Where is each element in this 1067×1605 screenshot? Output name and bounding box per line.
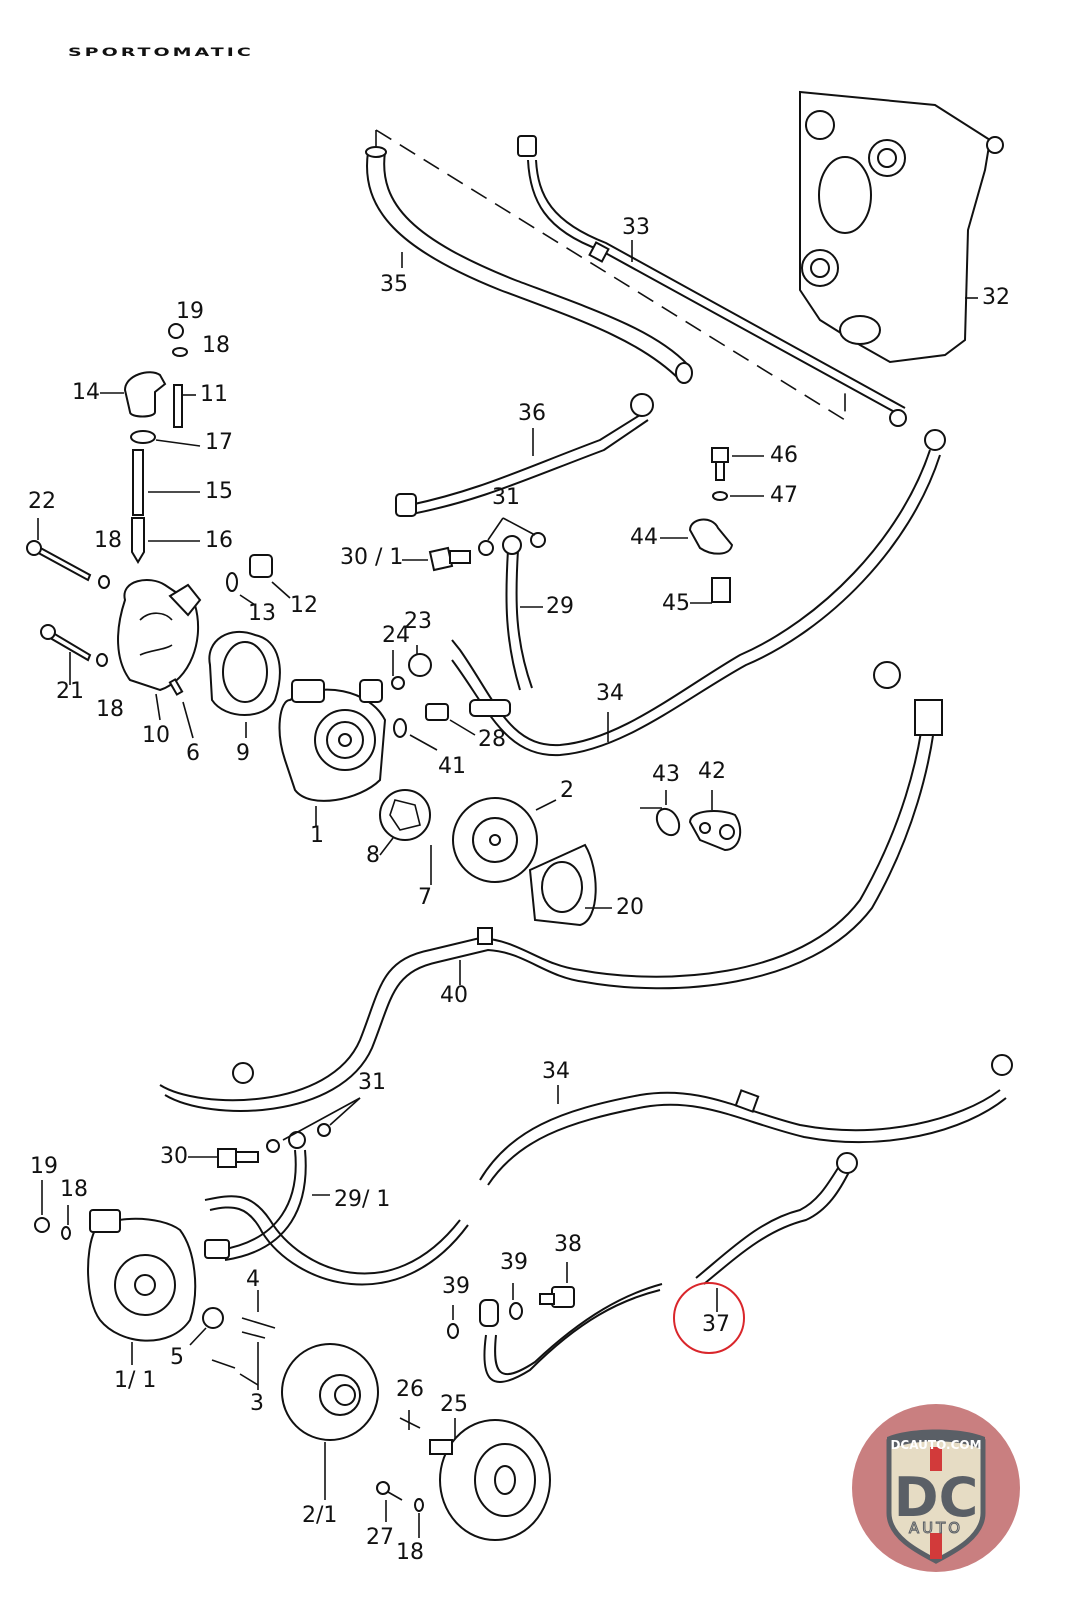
part-label-16: 16 xyxy=(205,528,233,553)
bolt-30-1-and-washers-31 xyxy=(402,517,546,572)
highlight-circle-37 xyxy=(673,1282,745,1354)
part-label-26: 26 xyxy=(396,1377,424,1402)
part-label-42: 42 xyxy=(698,759,726,784)
part-label-1: 1 xyxy=(310,823,324,848)
logo-auto: AUTO xyxy=(909,1519,963,1537)
part-label-14: 14 xyxy=(72,380,100,405)
part-label-45: 45 xyxy=(662,591,690,616)
part-label-29-1: 29/ 1 xyxy=(334,1187,391,1212)
part-label-11: 11 xyxy=(200,382,228,407)
dcauto-logo: DCAUTO.COM DC AUTO xyxy=(851,1403,1021,1573)
hose-35 xyxy=(365,129,846,422)
part-label-10: 10 xyxy=(142,723,170,748)
clip-43-and-plate-42 xyxy=(640,790,742,852)
part-label-38: 38 xyxy=(554,1232,582,1257)
part-label-43: 43 xyxy=(652,762,680,787)
part-label-40: 40 xyxy=(440,983,468,1008)
part-label-18: 18 xyxy=(94,528,122,553)
part-label-30: 30 xyxy=(160,1144,188,1169)
banjo-38-washers-39 xyxy=(447,1262,663,1383)
gasket-20 xyxy=(528,843,612,927)
part-label-29: 29 xyxy=(546,594,574,619)
pump-upper-assembly xyxy=(100,323,201,564)
hose-37 xyxy=(673,1152,858,1354)
rotor-8 xyxy=(379,789,431,856)
clamp-hardware-44-47 xyxy=(660,447,764,604)
part-label-12: 12 xyxy=(290,593,318,618)
part-label-47: 47 xyxy=(770,483,798,508)
part-label-27: 27 xyxy=(366,1525,394,1550)
part-label-34: 34 xyxy=(596,681,624,706)
part-label-2: 2 xyxy=(560,778,574,803)
seal-5-studs-3-4 xyxy=(189,1290,276,1390)
pump-body-1 xyxy=(278,679,387,826)
part-label-41: 41 xyxy=(438,754,466,779)
cover-2 xyxy=(452,797,557,883)
fitting-12-13 xyxy=(226,554,291,606)
part-label-20: 20 xyxy=(616,895,644,920)
part-label-22: 22 xyxy=(28,489,56,514)
part-label-3: 3 xyxy=(250,1391,264,1416)
logo-dc: DC xyxy=(894,1466,978,1529)
part-label-34: 34 xyxy=(542,1059,570,1084)
part-label-6: 6 xyxy=(186,741,200,766)
part-label-31: 31 xyxy=(492,485,520,510)
part-label-23: 23 xyxy=(404,609,432,634)
part-label-30-1: 30 / 1 xyxy=(340,545,404,570)
part-label-17: 17 xyxy=(205,430,233,455)
hose-36 xyxy=(395,393,654,517)
part-label-7: 7 xyxy=(418,885,432,910)
hose-34-upper xyxy=(451,429,946,757)
nut-19-washer-18-lower xyxy=(34,1180,71,1240)
bolt-30-and-hose-29-1 xyxy=(188,1097,469,1286)
hose-34-lower xyxy=(479,1054,1013,1186)
part-label-18: 18 xyxy=(396,1540,424,1565)
part-label-35: 35 xyxy=(380,272,408,297)
cover-2-1 xyxy=(281,1343,379,1500)
gasket-9 xyxy=(208,630,281,738)
part-label-18: 18 xyxy=(96,697,124,722)
hose-40 xyxy=(159,661,943,1112)
part-label-19: 19 xyxy=(30,1154,58,1179)
part-label-4: 4 xyxy=(246,1267,260,1292)
part-label-21: 21 xyxy=(56,679,84,704)
part-label-32: 32 xyxy=(982,285,1010,310)
part-label-46: 46 xyxy=(770,443,798,468)
part-label-8: 8 xyxy=(366,843,380,868)
part-label-24: 24 xyxy=(382,623,410,648)
logo-stripe-top xyxy=(930,1447,942,1471)
part-label-15: 15 xyxy=(205,479,233,504)
line-33 xyxy=(517,135,907,427)
part-label-18: 18 xyxy=(60,1177,88,1202)
part-label-5: 5 xyxy=(170,1345,184,1370)
part-label-1-1: 1/ 1 xyxy=(114,1368,157,1393)
part-label-39: 39 xyxy=(442,1274,470,1299)
logo-url: DCAUTO.COM xyxy=(890,1438,981,1452)
fitting-28-and-ring-41 xyxy=(393,703,476,751)
part-label-25: 25 xyxy=(440,1392,468,1417)
part-label-13: 13 xyxy=(248,601,276,626)
part-label-31: 31 xyxy=(358,1070,386,1095)
cover-10-and-bolts xyxy=(26,518,202,739)
diagram-title: SPORTOMATIC xyxy=(68,46,254,60)
part-label-2-1: 2/1 xyxy=(302,1503,338,1528)
part-label-28: 28 xyxy=(478,727,506,752)
cooler-25-and-hardware xyxy=(376,1410,551,1541)
part-label-37: 37 xyxy=(702,1312,730,1337)
part-label-39: 39 xyxy=(500,1250,528,1275)
part-label-9: 9 xyxy=(236,741,250,766)
part-label-19: 19 xyxy=(176,299,204,324)
part-label-36: 36 xyxy=(518,401,546,426)
housing-32 xyxy=(799,90,1004,364)
part-label-44: 44 xyxy=(630,525,658,550)
hose-29 xyxy=(469,535,543,717)
logo-stripe-bottom xyxy=(930,1533,942,1559)
nut-23-and-24 xyxy=(391,645,432,690)
part-label-33: 33 xyxy=(622,215,650,240)
part-label-18: 18 xyxy=(202,333,230,358)
pump-housing-1-1 xyxy=(87,1209,197,1365)
